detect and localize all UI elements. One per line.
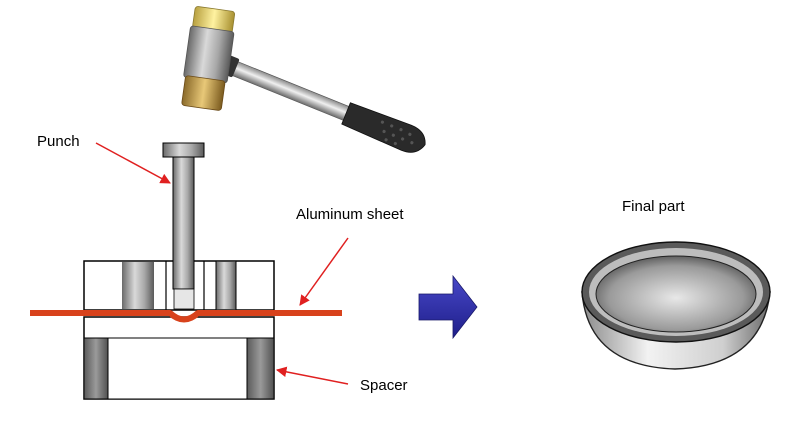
bowl-icon [581, 241, 771, 370]
hammer-grip [341, 102, 426, 153]
sheet-leader [299, 237, 349, 306]
hammer-head-brass-tip [181, 75, 226, 111]
punch-shaft [172, 156, 195, 290]
spacer-right [246, 337, 275, 400]
bowl-inner [595, 255, 757, 333]
spacer-left [83, 337, 109, 400]
hammer-shaft [220, 57, 355, 123]
punch-leader [95, 142, 171, 184]
final-part-label: Final part [622, 198, 685, 215]
spacer-leader [275, 366, 349, 385]
aluminum-sheet [30, 310, 342, 323]
punch-head [162, 142, 205, 158]
spacer-label: Spacer [360, 377, 408, 394]
hammer-icon [181, 6, 426, 153]
aluminum-sheet-label: Aluminum sheet [296, 206, 404, 223]
forming-die [30, 142, 342, 400]
punch-label: Punch [37, 133, 80, 150]
punch [162, 142, 205, 310]
hammer-head-body [183, 25, 235, 84]
process-arrow-icon [418, 274, 478, 340]
